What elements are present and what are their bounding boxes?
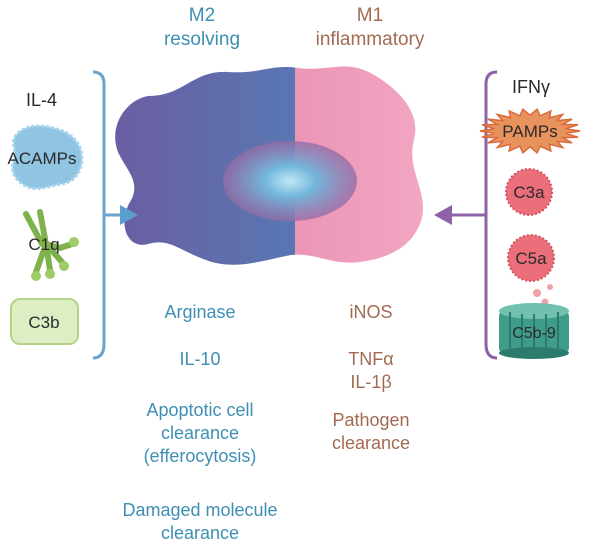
damaged-molecule-line-1: Damaged molecule: [122, 500, 278, 520]
efferocytosis-line-1: Apoptotic cell: [146, 400, 254, 420]
c3b-label: C3b: [28, 313, 59, 332]
right-bracket: [434, 70, 498, 360]
pathogen-line-2: clearance: [331, 433, 411, 453]
c5a-icon: [507, 234, 555, 282]
c5b9-pore-icon: [499, 303, 569, 359]
pamps-label: PAMPs: [502, 122, 557, 141]
m1-title: M1: [356, 5, 384, 26]
acamps-icon: [11, 124, 84, 191]
efferocytosis-line-2: clearance: [160, 423, 240, 443]
c1q-icon: [23, 209, 79, 281]
left-bracket: [92, 70, 138, 360]
pamps-icon: [479, 107, 581, 155]
macrophage-cell: [115, 66, 424, 265]
il4-label: IL-4: [26, 90, 58, 110]
c3a-icon: [505, 168, 553, 216]
m2-arrow-head: [120, 205, 138, 225]
il1b-label: IL-1β: [350, 372, 392, 392]
inos-label: iNOS: [349, 302, 393, 322]
c5b9-label: C5b-9: [512, 325, 556, 342]
il10-label: IL-10: [179, 349, 221, 369]
c1q-label: C1q: [28, 235, 59, 254]
m1-subtitle: inflammatory: [315, 29, 425, 50]
c5b9-bubbles: [533, 284, 553, 306]
m1-arrow-head: [434, 205, 452, 225]
c5a-label: C5a: [515, 249, 547, 268]
pathogen-line-1: Pathogen: [332, 410, 410, 430]
efferocytosis-line-3: (efferocytosis): [143, 446, 257, 466]
cell-nucleus: [223, 141, 357, 221]
c3a-label: C3a: [513, 183, 545, 202]
damaged-molecule-line-2: clearance: [160, 523, 240, 543]
ifng-label: IFNγ: [512, 77, 550, 97]
tnfa-label: TNFα: [348, 349, 394, 369]
arginase-label: Arginase: [164, 302, 236, 322]
c3b-box: [10, 298, 79, 345]
acamps-label: ACAMPs: [8, 149, 77, 168]
m2-title: M2: [188, 5, 216, 26]
m2-subtitle: resolving: [163, 29, 241, 50]
